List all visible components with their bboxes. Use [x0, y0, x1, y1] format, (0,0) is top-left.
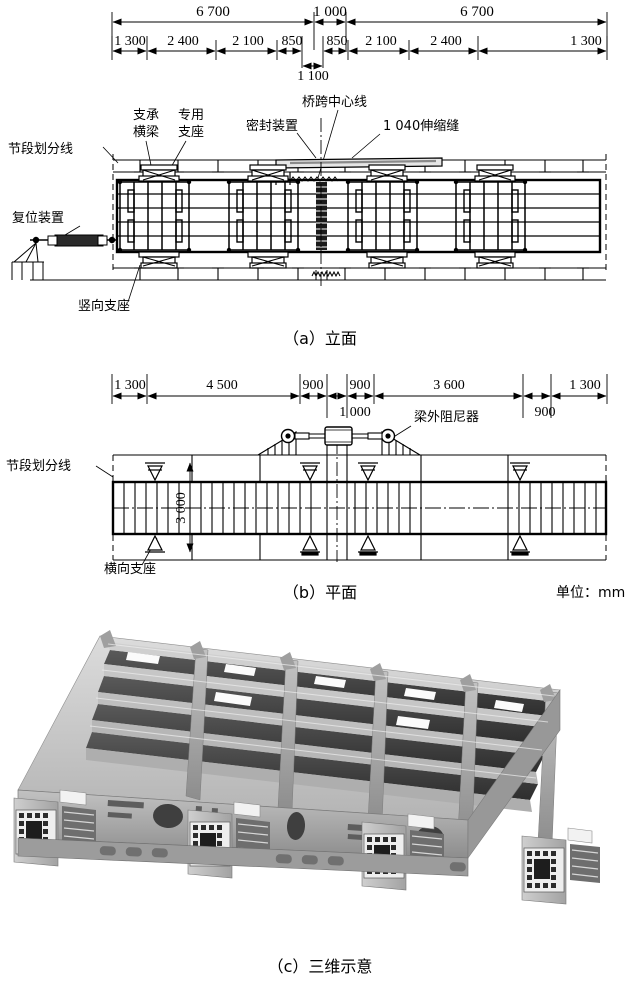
special-bearings-top: [138, 164, 516, 182]
plan-dim-1300-right: 1 300: [569, 378, 601, 393]
plan-view: 1 300 4 500 900 900 3 600 1 300 1 000 90…: [6, 374, 625, 602]
elevation-structure: [11, 118, 607, 288]
plan-dim-4500: 4 500: [206, 378, 238, 393]
external-damper-assembly: [256, 426, 422, 456]
plan-structure: 3 000: [111, 426, 608, 562]
joint-body-outline: [115, 178, 602, 254]
dim-label-2100-a: 2 100: [232, 34, 264, 49]
label-segment-division-line-elev: 节段划分线: [8, 142, 73, 157]
plan-dim-width-3000: 3 000: [174, 492, 189, 524]
photo-white-caps: [59, 789, 593, 844]
dimension-row-overall: [111, 12, 608, 50]
plan-dim-900-b: 900: [350, 378, 371, 393]
label-support-crossbeam-line1: 支承: [133, 108, 159, 123]
dim-label-6700-right: 6 700: [460, 4, 494, 20]
label-transverse-bearing: 横向支座: [104, 561, 156, 577]
dim-label-1300-b: 1 300: [570, 34, 602, 49]
plan-module-separators: [191, 440, 509, 560]
label-vertical-bearing: 竖向支座: [78, 298, 130, 314]
plan-transverse-bearings-bottom: [145, 534, 530, 556]
dim-label-1000-center: 1 000: [313, 4, 347, 20]
photo-cross-walls: [185, 647, 559, 847]
caption-a: （a）立面: [283, 329, 357, 348]
photo-bottom-flange: [17, 837, 469, 877]
dim-label-2100-b: 2 100: [365, 34, 397, 49]
plan-dim-1300-left: 1 300: [114, 378, 146, 393]
plan-dim-900-a: 900: [303, 378, 324, 393]
center-seal-bellows: [271, 172, 339, 250]
photo-comb-teeth: [63, 811, 599, 878]
three-d-photo: [4, 622, 636, 940]
plan-transverse-bearings-top: [145, 462, 530, 482]
dim-label-850-a: 850: [282, 34, 303, 49]
label-reset-device: 复位装置: [12, 211, 64, 226]
label-special-bearing-line1: 专用: [178, 108, 204, 123]
plan-deck-edges: [113, 454, 606, 561]
plan-dimension-row: [111, 374, 608, 418]
vertical-bearings-bottom: [138, 251, 516, 269]
joint-corner-nodes: [117, 179, 528, 253]
caption-c: （c）三维示意: [268, 957, 373, 976]
inner-slot-marks: [127, 189, 519, 243]
dim-label-6700-left: 6 700: [196, 4, 230, 20]
dim-label-2400-b: 2 400: [430, 34, 462, 49]
dim-label-850-b: 850: [327, 34, 348, 49]
joint-internal-rails: [117, 193, 600, 237]
plan-dim-900-c: 900: [535, 405, 556, 420]
plan-dim-3600: 3 600: [433, 378, 465, 393]
leader-lines-elevation: [59, 109, 381, 303]
photo-right-face: [467, 689, 561, 859]
bottom-seal-bellows: [311, 270, 341, 280]
dimension-row-segments: [111, 36, 608, 70]
dim-label-1100: 1 100: [297, 69, 329, 84]
dim-label-1300-a: 1 300: [114, 34, 146, 49]
plan-dim-1000: 1 000: [339, 405, 371, 420]
joint-cover-plate: [275, 157, 443, 169]
photo-deck-openings: [126, 652, 524, 729]
dim-label-2400-a: 2 400: [167, 34, 199, 49]
label-external-damper: 梁外阻尼器: [414, 410, 479, 425]
unit-note: 单位：mm: [556, 585, 625, 601]
label-support-crossbeam-line2: 横梁: [133, 125, 159, 140]
label-special-bearing-line2: 支座: [178, 125, 204, 140]
reset-device-assembly: [11, 234, 117, 280]
deck-bottom-rail: [30, 267, 606, 281]
label-expansion-joint: 1 040伸缩缝: [383, 118, 459, 134]
elevation-view: 6 700 1 000 6 700 1 300 2 400 2: [8, 4, 608, 348]
photo-top-highlights: [89, 643, 555, 779]
label-span-centerline: 桥跨中心线: [302, 95, 367, 110]
label-segment-division-line-plan: 节段划分线: [6, 459, 71, 474]
label-sealing-device: 密封装置: [246, 118, 298, 134]
caption-b: （b）平面: [283, 583, 357, 602]
